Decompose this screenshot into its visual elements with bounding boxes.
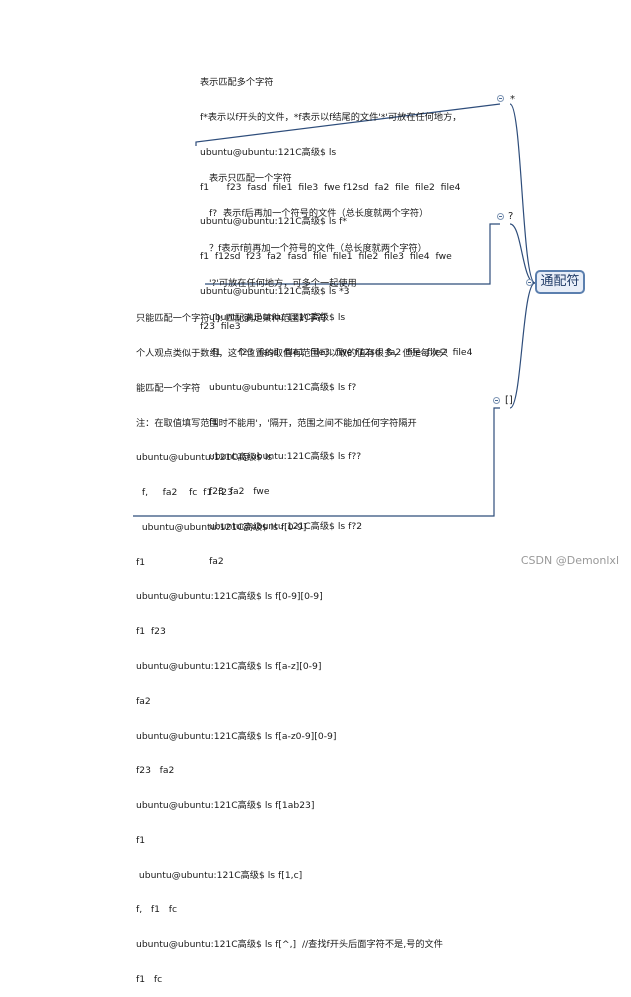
underline-star — [195, 103, 501, 146]
note-line: f1 fc — [136, 974, 163, 986]
note-line: '?'可放在任何地方，可多个一起使用 — [209, 277, 357, 289]
connector-lines — [133, 103, 536, 517]
note-line: f*表示以f开头的文件，*f表示以f结尾的文件'*'可放在任何地方， — [200, 111, 462, 123]
note-line: ubuntu@ubuntu:121C高级$ ls f[1,c] — [136, 869, 303, 881]
note-line: f1 — [136, 834, 146, 846]
note-line: ubuntu@ubuntu:121C高级$ ls f? — [209, 381, 357, 393]
note-line: 个人观点类似于数组，这个位置的取值有范围可以取的值有很多，但是每次只 — [136, 347, 449, 359]
note-line: ubuntu@ubuntu:121C高级$ ls f?? — [209, 451, 362, 463]
note-line: f, f1 fc — [136, 904, 178, 916]
branch-question-label[interactable]: ? — [508, 211, 514, 222]
note-line: ubuntu@ubuntu:121C高级$ ls *3 — [200, 285, 350, 297]
note-line: f23 file3 — [200, 320, 241, 332]
note-line: 表示匹配多个字符 — [200, 77, 274, 89]
branch-star-note: 表示匹配多个字符 f*表示以f开头的文件，*f表示以f结尾的文件'*'可放在任何… — [200, 54, 461, 344]
edge-root-star — [509, 103, 536, 284]
note-line: ubuntu@ubuntu:121C高级$ ls f[a-z0-9][0-9] — [136, 730, 337, 742]
collapse-star-icon[interactable] — [497, 95, 504, 102]
note-line: ubuntu@ubuntu:121C高级$ ls — [200, 146, 337, 158]
collapse-bracket-icon[interactable] — [493, 397, 500, 404]
root-topic[interactable]: 通配符 — [535, 270, 585, 294]
note-line: ubuntu@ubuntu:121C高级$ ls f[1ab23] — [136, 800, 315, 812]
branch-star-label[interactable]: * — [510, 94, 515, 105]
note-line: ubuntu@ubuntu:121C高级$ ls f?2 — [209, 521, 363, 532]
note-line: 注：在取值填写范围时不能用'，'隔开，范围之间不能加任何字符隔开 — [136, 417, 417, 429]
note-line: f1 f23 fasd file1 file3 fwe f12sd fa2 fi… — [200, 181, 461, 193]
note-line: f23 fa2 fwe — [209, 486, 270, 498]
note-line: f, fa2 fc f1 f23 — [136, 487, 233, 499]
note-line: 只能匹配一个字符 []: 匹配满足某种范围的字符 — [136, 313, 327, 325]
branch-bracket-note: 只能匹配一个字符 []: 匹配满足某种范围的字符 个人观点类似于数组，这个位置的… — [136, 290, 448, 997]
note-line: ubuntu@ubuntu:121C高级$ ls f[^,] //查找f开头后面… — [136, 939, 443, 951]
note-line: f1 — [136, 556, 146, 568]
note-line: 表示只匹配一个字符 — [209, 173, 292, 185]
note-line: ubuntu@ubuntu:121C高级$ ls f[0-9][0-9] — [136, 591, 323, 603]
underline-bracket — [133, 407, 500, 517]
note-line: f? 表示f后再加一个符号的文件（总长度就两个字符） — [209, 207, 429, 219]
note-line: f1 — [209, 416, 219, 428]
note-line: fa2 — [209, 555, 224, 567]
collapse-root-icon[interactable] — [526, 279, 533, 286]
edge-root-question — [509, 223, 536, 284]
branch-question-note: 表示只匹配一个字符 f? 表示f后再加一个符号的文件（总长度就两个字符） ？f表… — [209, 150, 472, 579]
note-line: fa2 — [136, 695, 151, 707]
edge-root-bracket — [509, 282, 536, 409]
note-line: f1 f23 fasd file1 file3 fwe f12sd fa2 fi… — [209, 347, 473, 359]
note-line: ？f表示f前再加一个符号的文件（总长度就两个字符） — [209, 242, 427, 254]
note-line: ubuntu@ubuntu:121C高级$ ls — [209, 312, 346, 324]
note-line: f1 f23 — [136, 626, 166, 638]
note-line: ubuntu@ubuntu:121C高级$ ls f* — [200, 216, 347, 228]
note-line: ubuntu@ubuntu:121C高级$ ls f[a-z][0-9] — [136, 661, 322, 672]
note-line: 能匹配一个字符 — [136, 382, 201, 394]
note-line: ubuntu@ubuntu:121C高级$ ls f[0-9] — [136, 521, 307, 533]
note-line: f1 f12sd f23 fa2 fasd file file1 file2 f… — [200, 251, 452, 263]
collapse-question-icon[interactable] — [497, 213, 504, 220]
branch-bracket-label[interactable]: [] — [505, 395, 513, 406]
note-line: ubuntu@ubuntu:121C高级$ ls — [136, 452, 273, 464]
note-line: f23 fa2 — [136, 765, 175, 777]
watermark: CSDN @Demonlxl — [520, 554, 619, 567]
underline-question — [205, 223, 500, 285]
